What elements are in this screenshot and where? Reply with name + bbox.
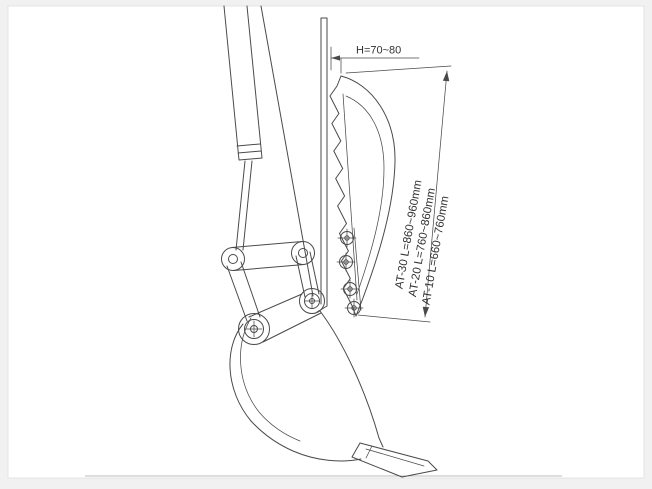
boss-circle-1 <box>238 313 270 345</box>
dimension-length-lines <box>345 65 452 323</box>
thumb-plate-edge <box>342 93 358 301</box>
bucket-linkage <box>221 241 325 345</box>
bolt-hole-cross <box>344 298 364 318</box>
cylinder-body-lines <box>223 5 263 161</box>
pivot-circle-2 <box>304 293 320 309</box>
boss-circle-2 <box>244 319 264 339</box>
boom-cylinder <box>223 5 263 251</box>
dimension-h-arrow <box>331 55 340 61</box>
thumb-inner-curve <box>345 95 385 295</box>
stick-arm <box>260 5 328 313</box>
bolt-hole-cross <box>337 228 357 248</box>
cylinder-rod-lines <box>235 160 253 251</box>
bolt-hole-2 <box>336 252 356 272</box>
thumb-serrated-edge <box>329 75 357 317</box>
link-pin-outer <box>291 241 315 265</box>
bucket-tooth <box>351 442 438 478</box>
thumb-outer-edge <box>340 75 396 317</box>
bucket-link-boss <box>238 313 270 345</box>
boss-center-cross <box>245 320 263 338</box>
bucket-bracket-lines <box>248 293 322 343</box>
bolt-hole-3 <box>340 279 360 299</box>
bolt-hole-cross <box>336 252 356 272</box>
dimension-h-label: H=70~80 <box>356 45 401 57</box>
stick-front-face <box>316 17 328 313</box>
link-pin-inner <box>298 248 308 258</box>
dimension-length-arrow-bottom <box>422 306 430 317</box>
left-link-arm <box>226 261 261 322</box>
thumb-bracket-edge <box>353 227 362 311</box>
pivot-center-cross <box>304 293 320 309</box>
rod-pin-outer <box>221 247 245 271</box>
drawing-sheet <box>7 5 645 479</box>
bolt-hole-1 <box>337 228 357 248</box>
dimension-h-lines <box>330 46 420 74</box>
right-link-arm <box>295 251 320 298</box>
bucket-tooth-detail <box>365 445 425 467</box>
bucket-inner-curve <box>240 317 301 442</box>
bolt-hole-4 <box>344 298 364 318</box>
bucket-front-curve <box>319 310 384 448</box>
bolt-hole-cross <box>340 279 360 299</box>
h-link-bars <box>231 241 305 271</box>
stick-rear-edge <box>260 5 314 297</box>
bucket-rear-curve <box>229 323 362 462</box>
rod-pin-inner <box>228 254 238 264</box>
thumb-attachment <box>329 75 396 318</box>
bucket <box>229 293 438 478</box>
dimension-h: H=70~80 <box>330 45 420 74</box>
bucket-pivot-boss <box>299 288 325 314</box>
pivot-circle-1 <box>299 288 325 314</box>
dimension-length-arrow-top <box>442 71 450 82</box>
